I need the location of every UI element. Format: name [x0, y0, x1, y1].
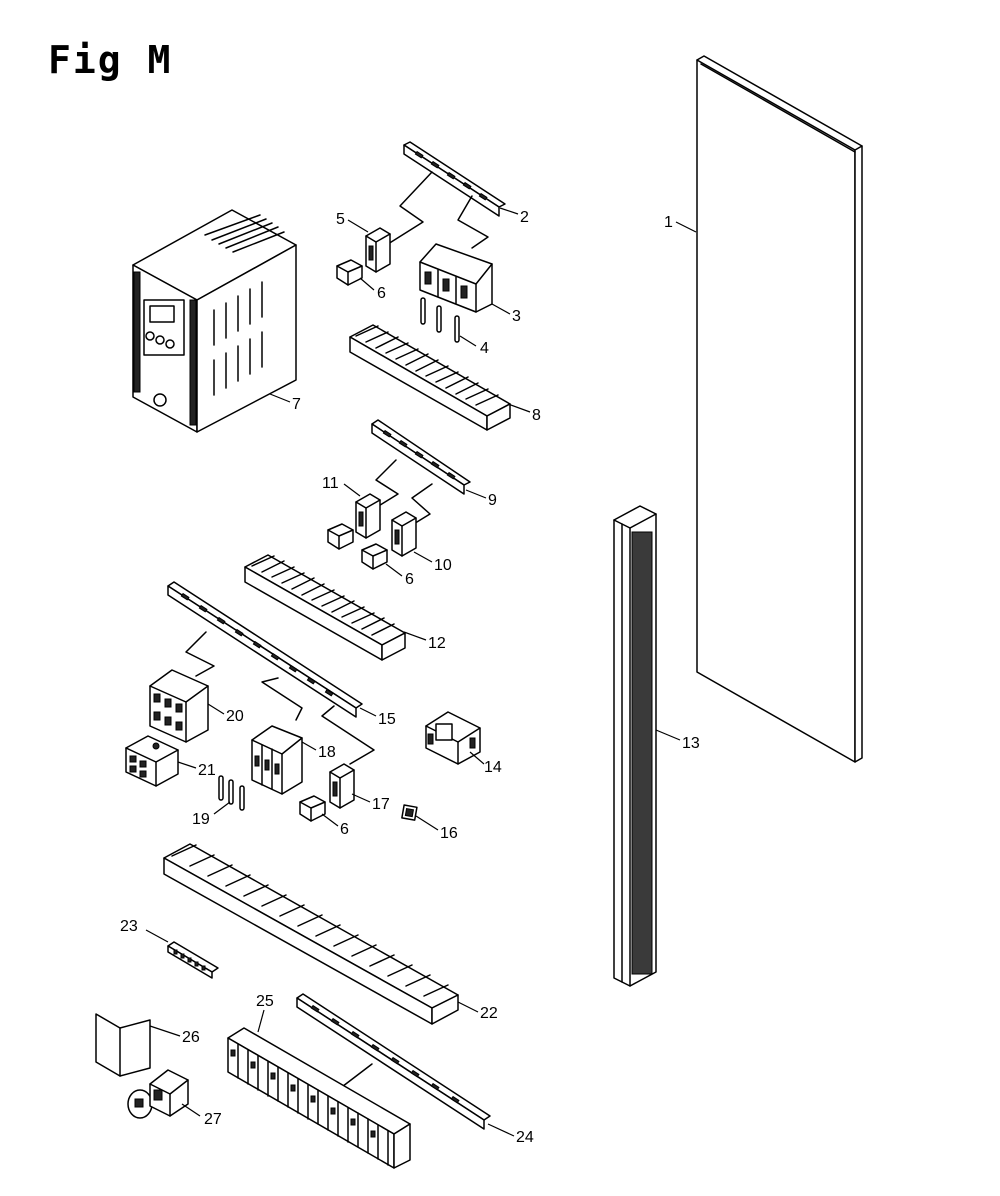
part-breaker-block-3 [419, 243, 493, 313]
part-pins-4 [420, 297, 460, 343]
callout-8: 8 [532, 407, 541, 424]
part-cube-6-left [327, 523, 354, 550]
callout-2: 2 [520, 209, 529, 226]
part-contactor-20 [149, 669, 209, 743]
callout-leader-lines [145, 207, 697, 1137]
callout-3: 3 [512, 308, 521, 325]
part-din-rail-15 [167, 581, 375, 765]
callout-20: 20 [226, 708, 244, 725]
callout-25: 25 [256, 993, 274, 1010]
callout-17: 17 [372, 796, 390, 813]
part-vertical-duct-13 [613, 505, 657, 987]
part-din-rail-9 [371, 419, 471, 526]
callout-26: 26 [182, 1029, 200, 1046]
part-terminal-bank-25 [227, 1027, 411, 1169]
callout-11: 11 [322, 475, 339, 492]
callout-6-top: 6 [377, 285, 386, 302]
callout-23: 23 [120, 918, 138, 935]
callout-24: 24 [516, 1129, 534, 1146]
callout-21: 21 [198, 762, 216, 779]
callout-22: 22 [480, 1005, 498, 1022]
part-relay-11 [355, 493, 381, 539]
part-inverter-7 [132, 209, 297, 433]
callout-18: 18 [318, 744, 336, 761]
callout-15: 15 [378, 711, 396, 728]
part-door-panel [696, 55, 863, 763]
callout-27: 27 [204, 1111, 222, 1128]
part-breaker-18 [251, 725, 303, 795]
callout-7: 7 [292, 396, 301, 413]
part-warning-label-26 [95, 1013, 151, 1077]
part-din-rail-top [387, 141, 506, 249]
part-clip-16 [401, 804, 418, 821]
part-cube-6a [336, 259, 363, 286]
part-overload-relay-21 [125, 735, 179, 787]
callout-5: 5 [336, 211, 345, 228]
callout-4: 4 [480, 340, 489, 357]
callout-19: 19 [192, 811, 210, 828]
part-cube-6c [299, 795, 326, 822]
part-disconnect-switch-27 [127, 1069, 189, 1119]
callout-16: 16 [440, 825, 458, 842]
callout-14: 14 [484, 759, 502, 776]
callout-13: 13 [682, 735, 700, 752]
callout-6-bottom: 6 [340, 821, 349, 838]
callout-labels: 1 2 3 4 5 6 7 8 9 10 6 11 12 13 14 15 16… [120, 209, 700, 1146]
part-relay-17 [329, 763, 355, 809]
callout-1: 1 [664, 214, 673, 231]
callout-9: 9 [488, 492, 497, 509]
callout-12: 12 [428, 635, 446, 652]
part-cube-6b [361, 543, 388, 570]
part-wiring-duct-8 [349, 324, 511, 431]
figure-title: Fig M [48, 38, 173, 82]
part-relay-10 [391, 511, 417, 557]
callout-10: 10 [434, 557, 452, 574]
part-pins-19 [218, 775, 245, 811]
callout-6-mid: 6 [405, 571, 414, 588]
part-relay-5 [365, 227, 391, 273]
part-terminal-strip-23 [167, 941, 219, 979]
part-transformer-14 [425, 711, 481, 765]
part-din-rail-24 [296, 993, 491, 1130]
part-wiring-duct-22 [163, 843, 459, 1025]
